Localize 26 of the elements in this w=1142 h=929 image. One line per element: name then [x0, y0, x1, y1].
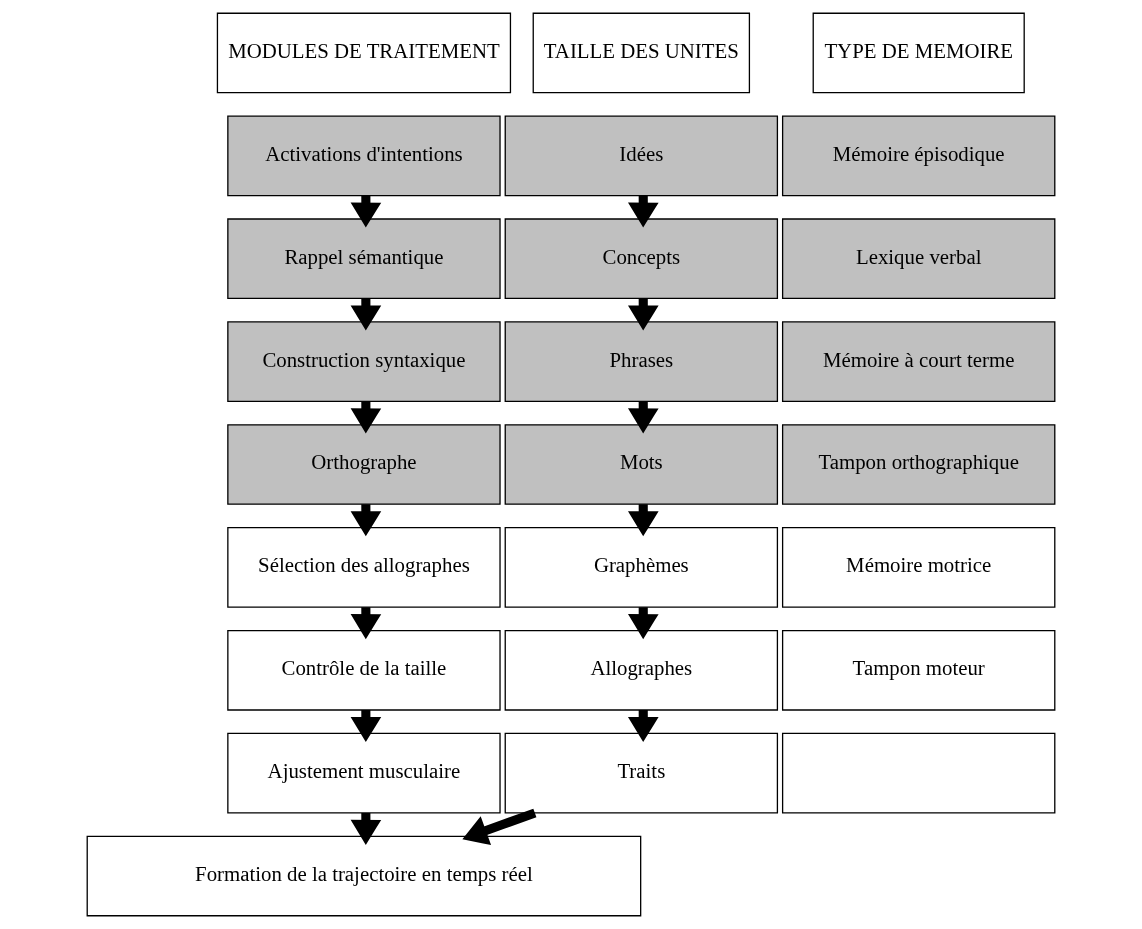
node-box: Contrôle de la taille — [227, 629, 501, 711]
node-box: Tampon orthographique — [781, 424, 1056, 505]
node-box: Mémoire motrice — [781, 527, 1056, 608]
node-box: Ajustement musculaire — [227, 732, 501, 814]
node-box: Allographes — [504, 629, 779, 711]
node-box — [781, 732, 1056, 814]
node-box: Phrases — [504, 321, 779, 402]
node-box: TYPE DE MEMOIRE — [812, 12, 1025, 94]
node-box: Orthographe — [227, 424, 501, 505]
node-box: Idées — [504, 115, 779, 197]
node-box: Graphèmes — [504, 527, 779, 608]
node-box: Mémoire à court terme — [781, 321, 1056, 402]
node-box: TAILLE DES UNITES — [532, 12, 751, 94]
node-box: Construction syntaxique — [227, 321, 501, 402]
node-box: Mots — [504, 424, 779, 505]
node-box: Sélection des allographes — [227, 527, 501, 608]
node-box: Rappel sémantique — [227, 218, 501, 300]
node-box: Traits — [504, 732, 779, 814]
node-box: Formation de la trajectoire en temps réel — [86, 835, 642, 917]
node-box: Lexique verbal — [781, 218, 1056, 300]
node-box: Mémoire épisodique — [781, 115, 1056, 197]
arrow — [462, 808, 537, 846]
node-box: Activations d'intentions — [227, 115, 501, 197]
node-box: Concepts — [504, 218, 779, 300]
node-box: Tampon moteur — [781, 629, 1056, 711]
node-box: MODULES DE TRAITEMENT — [216, 12, 512, 94]
